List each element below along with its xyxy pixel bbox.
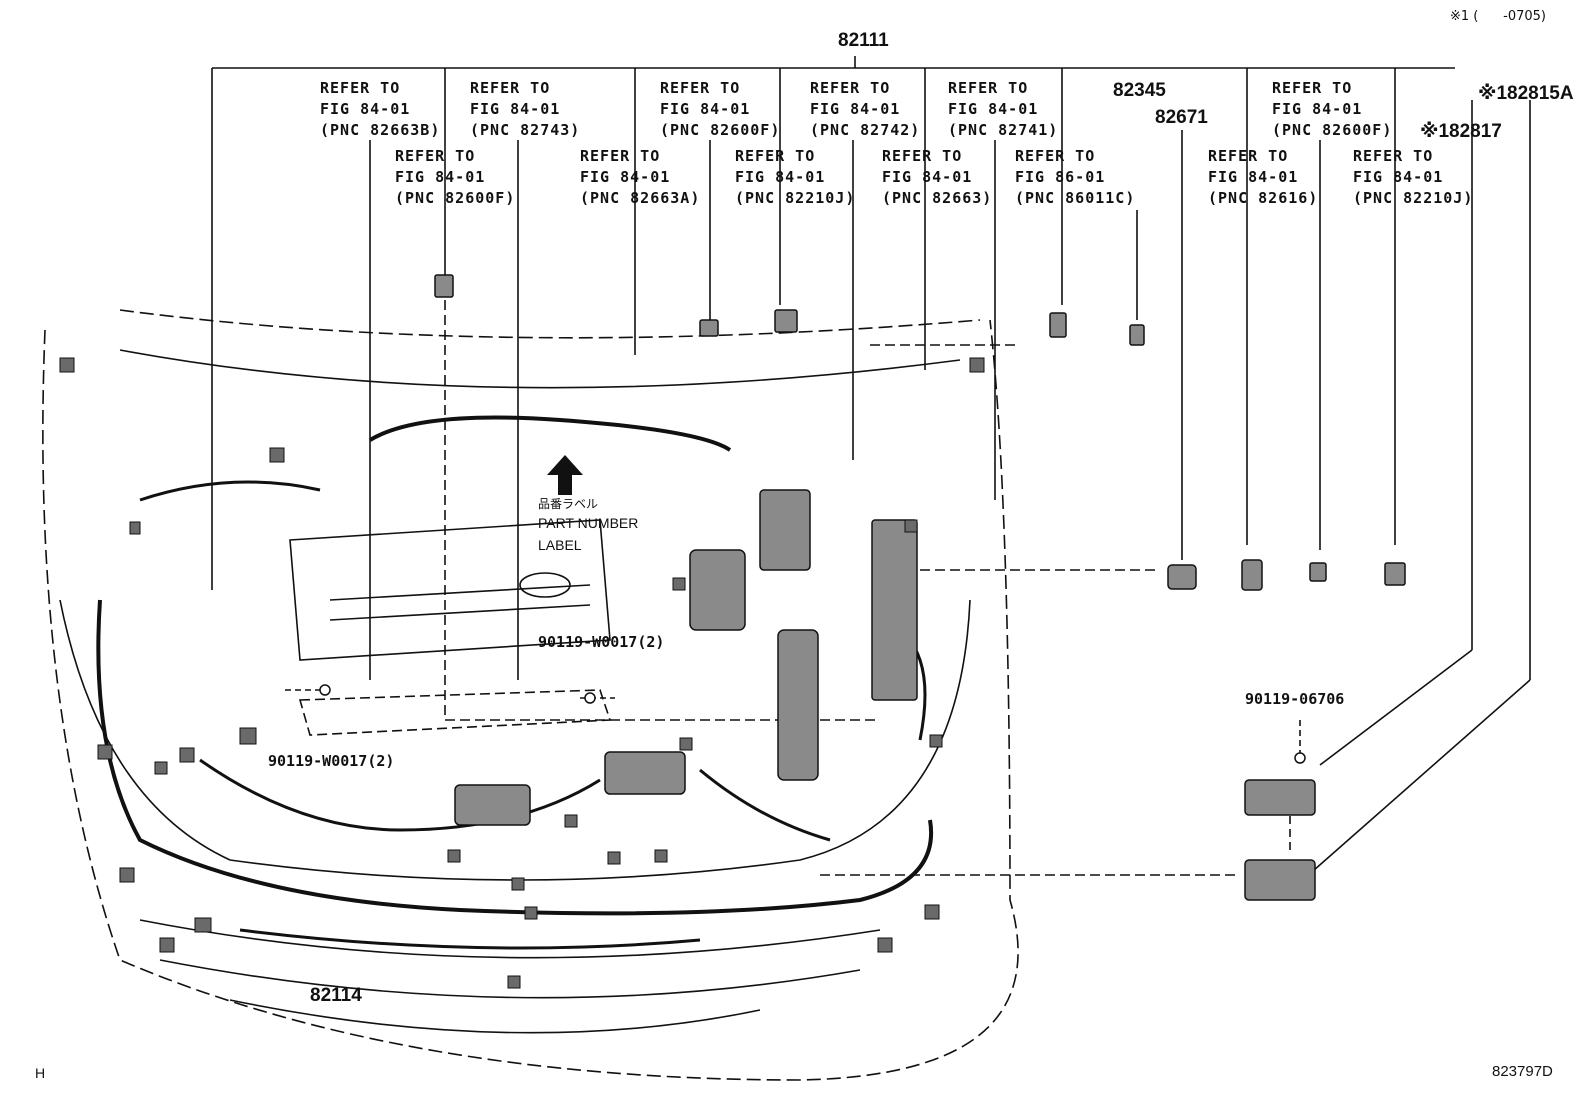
bolt-label-3: 90119-06706 — [1245, 690, 1345, 708]
part-number-label-jp: 品番ラベル — [538, 497, 599, 511]
part-82817: ※182817 — [1420, 121, 1502, 142]
part-82671: 82671 — [1155, 107, 1208, 128]
drawing-number: 823797D — [1492, 1063, 1553, 1080]
part-82815a: ※182815A — [1478, 83, 1574, 104]
bolt-label-1: 90119-W0017(2) — [538, 633, 665, 651]
footer-left-mark: H — [35, 1065, 46, 1081]
part-number-label-line2: LABEL — [538, 537, 582, 553]
bolt-label-2: 90119-W0017(2) — [268, 752, 395, 770]
part-82345: 82345 — [1113, 80, 1166, 101]
production-note: ※1 ( -0705) — [1450, 9, 1547, 24]
part-82114: 82114 — [310, 985, 362, 1006]
main-part-number: 82111 — [838, 30, 889, 51]
part-number-label-line1: PART NUMBER — [538, 515, 639, 531]
